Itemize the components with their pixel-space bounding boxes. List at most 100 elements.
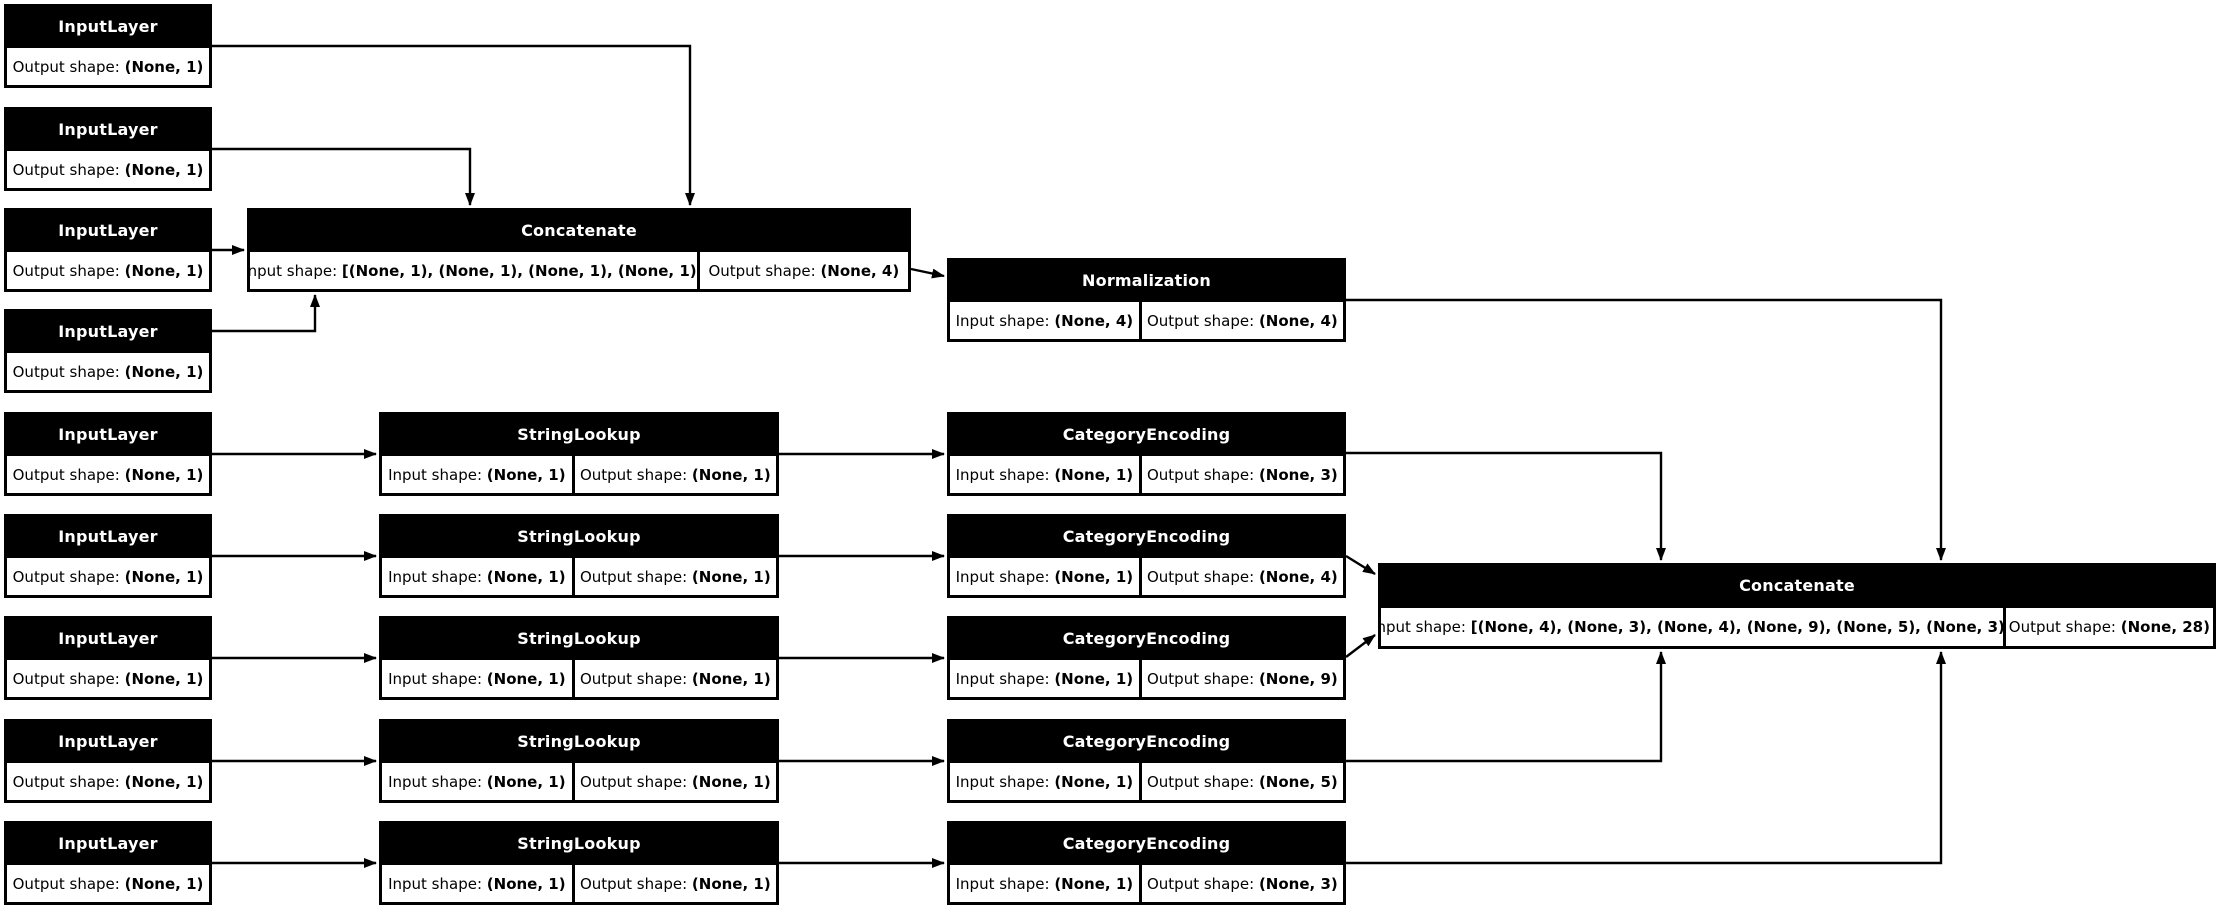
- edge-input1-to-concatenate1: [212, 44, 695, 206]
- shape-value: [(None, 1), (None, 1), (None, 1), (None,…: [341, 261, 697, 280]
- shape-label: Input shape:: [388, 567, 487, 586]
- shape-label: Output shape:: [12, 362, 125, 381]
- node-title: InputLayer: [58, 628, 158, 648]
- shape-label: Output shape:: [579, 874, 692, 893]
- input-shape-cell: Input shape: (None, 1): [382, 558, 572, 595]
- shape-label: Output shape:: [12, 57, 125, 76]
- shape-value: (None, 1): [691, 669, 771, 688]
- node-title: InputLayer: [58, 526, 158, 546]
- output-shape-cell: Output shape: (None, 1): [7, 48, 209, 85]
- node-title: StringLookup: [517, 424, 641, 444]
- node-shape-rows: Input shape: [(None, 4), (None, 3), (Non…: [1381, 608, 2213, 646]
- output-shape-cell: Output shape: (None, 1): [7, 660, 209, 697]
- output-shape-cell: Output shape: (None, 1): [7, 353, 209, 390]
- node-title: Concatenate: [1739, 576, 1855, 595]
- shape-label: Output shape:: [12, 567, 125, 586]
- shape-label: Input shape:: [388, 669, 487, 688]
- shape-value: (None, 5): [1258, 772, 1338, 791]
- output-shape-cell: Output shape: (None, 1): [571, 456, 776, 493]
- shape-value: (None, 1): [486, 567, 566, 586]
- shape-value: (None, 1): [691, 874, 771, 893]
- shape-label: Output shape:: [708, 261, 821, 280]
- shape-value: (None, 1): [486, 465, 566, 484]
- shape-value: (None, 1): [486, 669, 566, 688]
- shape-value: (None, 1): [124, 362, 204, 381]
- shape-value: (None, 1): [486, 772, 566, 791]
- shape-label: Input shape:: [388, 465, 487, 484]
- output-shape-cell: Output shape: (None, 4): [1138, 558, 1343, 595]
- shape-value: (None, 3): [1258, 465, 1338, 484]
- input-shape-cell: Input shape: (None, 1): [950, 865, 1139, 902]
- input-shape-cell: Input shape: (None, 1): [950, 660, 1139, 697]
- shape-label: Input shape:: [955, 772, 1055, 791]
- output-shape-cell: Output shape: (None, 9): [1138, 660, 1343, 697]
- node-shape-rows: Input shape: (None, 1)Output shape: (Non…: [950, 865, 1343, 902]
- node-title: StringLookup: [517, 833, 641, 853]
- node-shape-rows: Input shape: (None, 1)Output shape: (Non…: [382, 763, 776, 800]
- output-shape-cell: Output shape: (None, 3): [1138, 865, 1343, 902]
- node-shape-rows: Input shape: [(None, 1), (None, 1), (Non…: [250, 252, 908, 289]
- shape-value: (None, 1): [1054, 874, 1134, 893]
- shape-value: (None, 9): [1258, 669, 1338, 688]
- shape-label: Output shape:: [1146, 311, 1259, 330]
- edge-input2-to-concatenate1: [212, 147, 475, 206]
- shape-value: (None, 1): [124, 57, 204, 76]
- node-title: CategoryEncoding: [1062, 424, 1231, 444]
- shape-label: Output shape:: [1146, 465, 1259, 484]
- shape-value: (None, 1): [124, 567, 204, 586]
- shape-value: (None, 1): [691, 567, 771, 586]
- shape-label: Input shape:: [955, 567, 1055, 586]
- node-title: CategoryEncoding: [1062, 526, 1231, 546]
- node-title: InputLayer: [58, 731, 158, 751]
- shape-value: (None, 1): [124, 669, 204, 688]
- shape-value: (None, 4): [1054, 311, 1134, 330]
- shape-value: (None, 1): [691, 465, 771, 484]
- output-shape-cell: Output shape: (None, 28): [2002, 608, 2213, 646]
- node-title: InputLayer: [58, 321, 158, 341]
- input-shape-cell: Input shape: (None, 1): [382, 456, 572, 493]
- output-shape-cell: Output shape: (None, 1): [7, 865, 209, 902]
- shape-label: Input shape:: [1381, 618, 1471, 636]
- edge-input4-to-concatenate1: [212, 294, 320, 333]
- shape-label: Output shape:: [1146, 772, 1259, 791]
- node-shape-rows: Output shape: (None, 1): [7, 660, 209, 697]
- input-shape-cell: Input shape: (None, 1): [382, 763, 572, 800]
- shape-label: Output shape:: [579, 567, 692, 586]
- shape-label: Output shape:: [12, 160, 125, 179]
- shape-value: (None, 1): [124, 465, 204, 484]
- node-shape-rows: Output shape: (None, 1): [7, 151, 209, 188]
- output-shape-cell: Output shape: (None, 1): [7, 558, 209, 595]
- input-shape-cell: Input shape: [(None, 1), (None, 1), (Non…: [250, 252, 697, 289]
- shape-label: Input shape:: [388, 874, 487, 893]
- node-shape-rows: Output shape: (None, 1): [7, 865, 209, 902]
- node-title: InputLayer: [58, 220, 158, 240]
- node-shape-rows: Input shape: (None, 4) Output shape: (Non…: [950, 302, 1343, 339]
- node-shape-rows: Input shape: (None, 1)Output shape: (Non…: [950, 558, 1343, 595]
- output-shape-cell: Output shape: (None, 3): [1138, 456, 1343, 493]
- edge-catencoding1-to-concatenate2: [1346, 451, 1666, 561]
- input-shape-cell: Input shape: (None, 1): [382, 660, 572, 697]
- node-shape-rows: Output shape: (None, 1): [7, 353, 209, 390]
- shape-label: Output shape:: [579, 669, 692, 688]
- node-shape-rows: Output shape: (None, 1): [7, 456, 209, 493]
- shape-value: (None, 4): [1258, 311, 1338, 330]
- node-title: InputLayer: [58, 16, 158, 36]
- input-shape-cell: Input shape: (None, 4): [950, 302, 1139, 339]
- node-title: StringLookup: [517, 731, 641, 751]
